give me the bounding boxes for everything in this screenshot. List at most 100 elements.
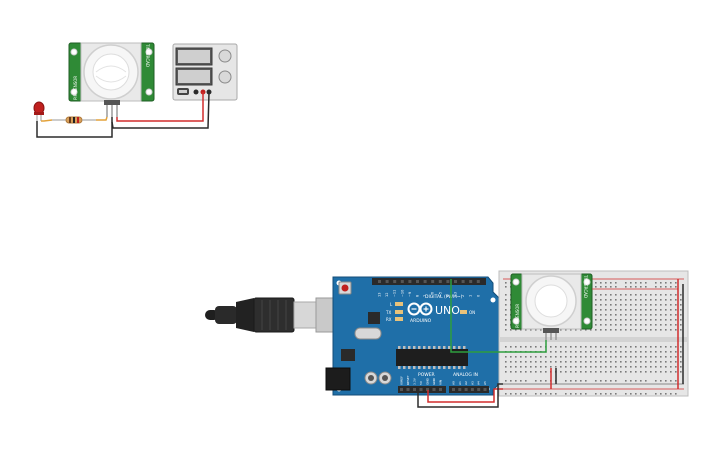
analog-pin-hole[interactable] [458, 388, 462, 391]
breadboard-rail-hole[interactable] [595, 286, 597, 288]
breadboard-rail-hole[interactable] [660, 393, 662, 395]
breadboard-hole[interactable] [670, 309, 672, 311]
breadboard-hole[interactable] [530, 356, 532, 358]
breadboard-hole[interactable] [505, 361, 507, 363]
breadboard-hole[interactable] [620, 366, 622, 368]
breadboard-hole[interactable] [660, 356, 662, 358]
breadboard-hole[interactable] [655, 366, 657, 368]
breadboard-rail-hole[interactable] [610, 393, 612, 395]
breadboard-hole[interactable] [670, 356, 672, 358]
digital-pin-hole[interactable] [385, 280, 389, 283]
breadboard-rail-hole[interactable] [670, 286, 672, 288]
breadboard-hole[interactable] [630, 324, 632, 326]
breadboard-hole[interactable] [680, 319, 682, 321]
breadboard-rail-hole[interactable] [615, 380, 617, 382]
breadboard-hole[interactable] [530, 329, 532, 331]
breadboard-hole[interactable] [605, 351, 607, 353]
digital-pin-hole[interactable] [393, 280, 397, 283]
breadboard-hole[interactable] [670, 294, 672, 296]
breadboard-hole[interactable] [525, 366, 527, 368]
breadboard-hole[interactable] [595, 309, 597, 311]
power-pin-hole[interactable] [426, 388, 429, 391]
breadboard-hole[interactable] [665, 366, 667, 368]
breadboard-hole[interactable] [575, 361, 577, 363]
breadboard-hole[interactable] [645, 319, 647, 321]
breadboard-hole[interactable] [635, 361, 637, 363]
breadboard-hole[interactable] [680, 371, 682, 373]
breadboard-hole[interactable] [595, 356, 597, 358]
breadboard-hole[interactable] [650, 371, 652, 373]
breadboard-hole[interactable] [535, 371, 537, 373]
breadboard-hole[interactable] [625, 356, 627, 358]
breadboard-hole[interactable] [615, 361, 617, 363]
breadboard-hole[interactable] [585, 371, 587, 373]
breadboard-hole[interactable] [645, 314, 647, 316]
breadboard-hole[interactable] [645, 371, 647, 373]
breadboard-rail-hole[interactable] [675, 380, 677, 382]
breadboard-hole[interactable] [615, 319, 617, 321]
breadboard-hole[interactable] [600, 324, 602, 326]
breadboard-rail-hole[interactable] [640, 393, 642, 395]
breadboard-hole[interactable] [620, 294, 622, 296]
breadboard-rail-hole[interactable] [605, 282, 607, 284]
breadboard-rail-hole[interactable] [660, 380, 662, 382]
breadboard-hole[interactable] [665, 324, 667, 326]
breadboard-hole[interactable] [590, 329, 592, 331]
breadboard-hole[interactable] [680, 324, 682, 326]
breadboard-hole[interactable] [635, 319, 637, 321]
breadboard-hole[interactable] [645, 361, 647, 363]
breadboard-rail-hole[interactable] [645, 282, 647, 284]
breadboard-hole[interactable] [610, 351, 612, 353]
breadboard-hole[interactable] [515, 356, 517, 358]
breadboard-hole[interactable] [505, 314, 507, 316]
breadboard-hole[interactable] [535, 356, 537, 358]
breadboard-hole[interactable] [625, 371, 627, 373]
breadboard-rail-hole[interactable] [655, 393, 657, 395]
breadboard-hole[interactable] [645, 356, 647, 358]
breadboard-rail-hole[interactable] [540, 380, 542, 382]
breadboard-hole[interactable] [580, 346, 582, 348]
breadboard-rail-hole[interactable] [635, 380, 637, 382]
power-pin-hole[interactable] [419, 388, 423, 391]
power-supply-knob-top[interactable] [218, 49, 232, 63]
breadboard-hole[interactable] [600, 309, 602, 311]
breadboard-hole[interactable] [620, 371, 622, 373]
breadboard-hole[interactable] [675, 294, 677, 296]
breadboard-hole[interactable] [650, 319, 652, 321]
breadboard-hole[interactable] [600, 371, 602, 373]
digital-pin-hole[interactable] [461, 280, 465, 283]
breadboard-hole[interactable] [630, 356, 632, 358]
breadboard-hole[interactable] [535, 346, 537, 348]
breadboard-hole[interactable] [570, 361, 572, 363]
dc-power-jack[interactable] [325, 367, 351, 391]
breadboard-hole[interactable] [505, 304, 507, 306]
pir-sensor-1[interactable]: PIR SENSOR TINKERCAD [68, 42, 155, 117]
breadboard-hole[interactable] [665, 346, 667, 348]
breadboard-rail-hole[interactable] [515, 393, 517, 395]
breadboard-hole[interactable] [550, 356, 552, 358]
breadboard-rail-hole[interactable] [575, 393, 577, 395]
breadboard-hole[interactable] [565, 329, 567, 331]
breadboard-rail-hole[interactable] [640, 282, 642, 284]
breadboard-hole[interactable] [595, 346, 597, 348]
breadboard-hole[interactable] [525, 329, 527, 331]
breadboard-hole[interactable] [665, 309, 667, 311]
breadboard-rail-hole[interactable] [655, 282, 657, 284]
breadboard-rail-hole[interactable] [675, 282, 677, 284]
breadboard-hole[interactable] [625, 324, 627, 326]
breadboard-hole[interactable] [580, 366, 582, 368]
usb-cable[interactable] [205, 297, 339, 333]
power-pin-hole[interactable] [406, 388, 410, 391]
breadboard-hole[interactable] [640, 309, 642, 311]
breadboard-hole[interactable] [645, 309, 647, 311]
breadboard-hole[interactable] [600, 356, 602, 358]
breadboard-hole[interactable] [575, 366, 577, 368]
breadboard-hole[interactable] [505, 309, 507, 311]
breadboard-rail-hole[interactable] [610, 282, 612, 284]
breadboard-hole[interactable] [660, 324, 662, 326]
breadboard-hole[interactable] [620, 356, 622, 358]
breadboard-hole[interactable] [650, 329, 652, 331]
breadboard-hole[interactable] [675, 351, 677, 353]
breadboard-hole[interactable] [645, 304, 647, 306]
